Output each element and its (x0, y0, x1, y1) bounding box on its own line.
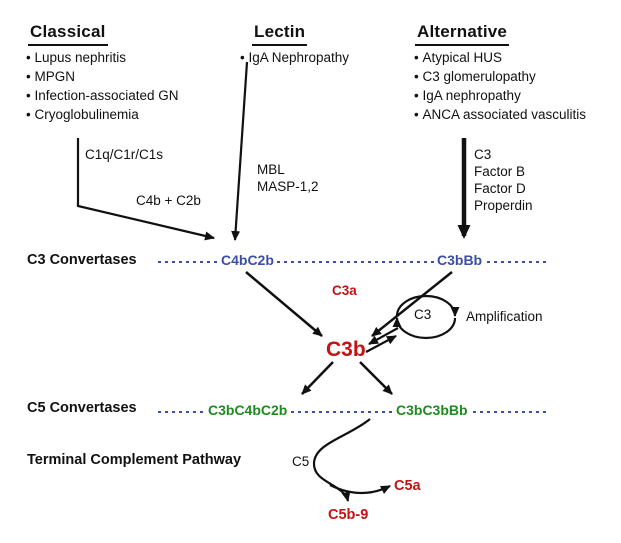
factor-c3-label: C3 (474, 147, 492, 162)
classical-disease-list: Lupus nephritis MPGN Infection-associate… (26, 48, 179, 124)
terminal-pathway-label: Terminal Complement Pathway (27, 452, 242, 468)
c4bc2b-to-c3b-arrow (245, 271, 323, 337)
list-item: MPGN (26, 67, 179, 86)
list-item: Infection-associated GN (26, 86, 178, 105)
c3bc4bc2b-node: C3bC4bC2b (205, 403, 291, 418)
masp-label: MASP-1,2 (257, 179, 319, 194)
c3-loop-label: C3 (414, 307, 432, 322)
c3b-to-c5-left-arrow (301, 361, 334, 395)
classical-pathway-title: Classical (28, 22, 108, 46)
factor-b-label: Factor B (474, 164, 526, 179)
c3b-to-loop-arrow (365, 335, 397, 353)
c3bbb-node: C3bBb (434, 253, 486, 268)
alternative-disease-list: Atypical HUS C3 glomerulopathy IgA nephr… (414, 48, 586, 124)
mbl-label: MBL (257, 162, 285, 177)
lectin-disease-list: IgA Nephropathy (240, 48, 349, 67)
amplification-loop-top-arc (395, 294, 460, 317)
c5b-9-label: C5b-9 (328, 507, 369, 523)
lectin-pathway-arrow (231, 61, 249, 241)
c1q-c1r-c1s-label: C1q/C1r/C1s (85, 147, 164, 162)
list-item: C3 glomerulopathy (414, 67, 586, 86)
c3-convertases-row-label: C3 Convertases (27, 252, 137, 268)
amplification-label: Amplification (466, 309, 543, 324)
c3b-to-c5-right-arrow (359, 361, 393, 395)
c4bc2b-node: C4bC2b (218, 253, 277, 268)
amplification-loop-bottom-arc (392, 317, 457, 340)
c3bbb-to-c3b-arrow (371, 271, 453, 337)
list-item: Atypical HUS (414, 48, 586, 67)
c3a-label: C3a (332, 283, 357, 298)
factor-properdin-label: Properdin (474, 198, 533, 213)
list-item: IgA Nephropathy (240, 48, 349, 67)
lectin-pathway-title: Lectin (252, 22, 308, 46)
list-item: Cryoglobulinemia (26, 105, 179, 124)
alternative-pathway-title: Alternative (415, 22, 510, 46)
c3bc3bbb-node: C3bC3bBb (393, 403, 471, 418)
c5-cleavage-curve-arrow (312, 418, 371, 502)
c5-convertases-row-label: C5 Convertases (27, 400, 137, 416)
factor-d-label: Factor D (474, 181, 526, 196)
list-item: Lupus nephritis (26, 48, 179, 67)
c3b-node: C3b (326, 338, 366, 361)
alternative-factors-list: C3 Factor B Factor D Properdin (474, 146, 533, 214)
c4b-c2b-label: C4b + C2b (136, 193, 201, 208)
classical-pathway-arrow (76, 138, 215, 241)
list-item: ANCA associated vasculitis (414, 105, 586, 124)
c5a-branch-arrow (329, 484, 391, 495)
loop-to-c3b-arrow (368, 327, 399, 345)
list-item: IgA nephropathy (414, 86, 586, 105)
c5-label: C5 (292, 454, 310, 469)
c5a-label: C5a (394, 478, 421, 494)
